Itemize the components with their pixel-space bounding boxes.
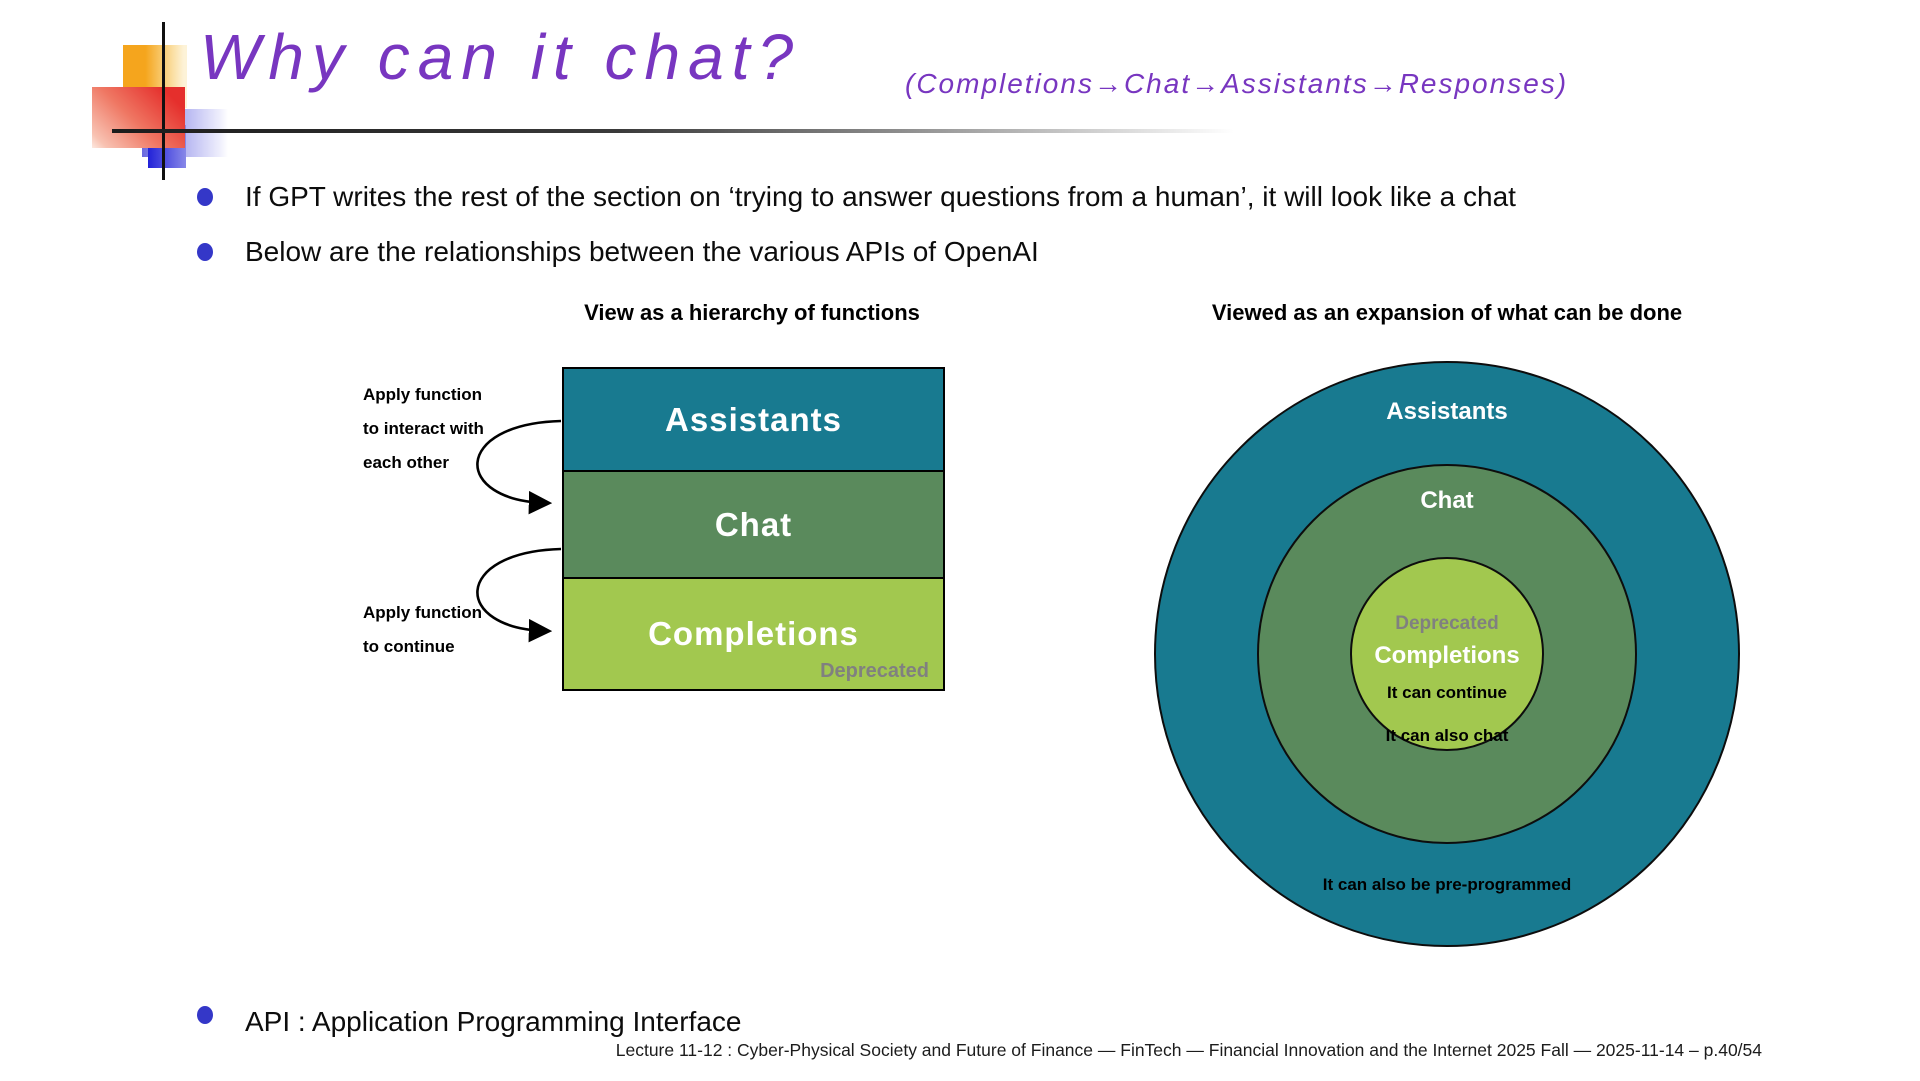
layer-label: Completions [648, 615, 859, 652]
bullet-icon [197, 188, 213, 206]
hierarchy-diagram-heading: View as a hierarchy of functions [584, 300, 920, 325]
bullet-icon [197, 1006, 213, 1024]
annotation-interact: Apply function to interact with each oth… [363, 378, 523, 480]
hierarchy-stack: Assistants Chat Completions Deprecated [562, 367, 945, 691]
logo-red-square [92, 87, 185, 148]
bullet-item: If GPT writes the rest of the section on… [197, 180, 1516, 214]
annotation-line: Apply function [363, 603, 482, 622]
bullet-icon [197, 243, 213, 261]
ring-caption-preprogrammed: It can also be pre-programmed [1322, 875, 1572, 894]
ring-label-chat: Chat [1420, 487, 1474, 514]
annotation-continue: Apply function to continue [363, 596, 523, 664]
title-divider-line [112, 129, 1234, 133]
ring-completions [1350, 557, 1544, 751]
footer-text: Lecture 11-12 : Cyber-Physical Society a… [615, 1040, 1762, 1060]
bullet-text: If GPT writes the rest of the section on… [245, 181, 1516, 212]
annotation-line: to continue [363, 637, 455, 656]
ring-label-assistants: Assistants [1386, 398, 1508, 425]
page-subtitle: (Completions→Chat→Assistants→Responses) [905, 68, 1569, 99]
annotation-line: Apply function [363, 385, 482, 404]
layer-completions: Completions Deprecated [564, 577, 943, 689]
deprecated-note: Deprecated [820, 660, 929, 682]
layer-chat: Chat [564, 470, 943, 577]
bullet-item: API : Application Programming Interface [197, 1005, 741, 1039]
bullet-item: Below are the relationships between the … [197, 235, 1039, 269]
ring-caption-also-chat: It can also chat [1385, 726, 1509, 745]
ring-deprecated-note: Deprecated [1395, 613, 1499, 634]
bullet-text: API : Application Programming Interface [245, 1006, 742, 1037]
layer-assistants: Assistants [564, 369, 943, 470]
bullet-text: Below are the relationships between the … [245, 236, 1039, 267]
ring-caption-continue: It can continue [1387, 683, 1507, 702]
expansion-diagram-heading: Viewed as an expansion of what can be do… [1211, 300, 1683, 325]
layer-label: Chat [714, 505, 793, 543]
logo-vertical-line [162, 22, 165, 180]
ring-label-completions: Completions [1374, 642, 1520, 669]
annotation-line: each other [363, 453, 449, 472]
layer-label: Assistants [665, 400, 842, 438]
page-title: Why can it chat? [200, 21, 802, 93]
annotation-line: to interact with [363, 419, 484, 438]
